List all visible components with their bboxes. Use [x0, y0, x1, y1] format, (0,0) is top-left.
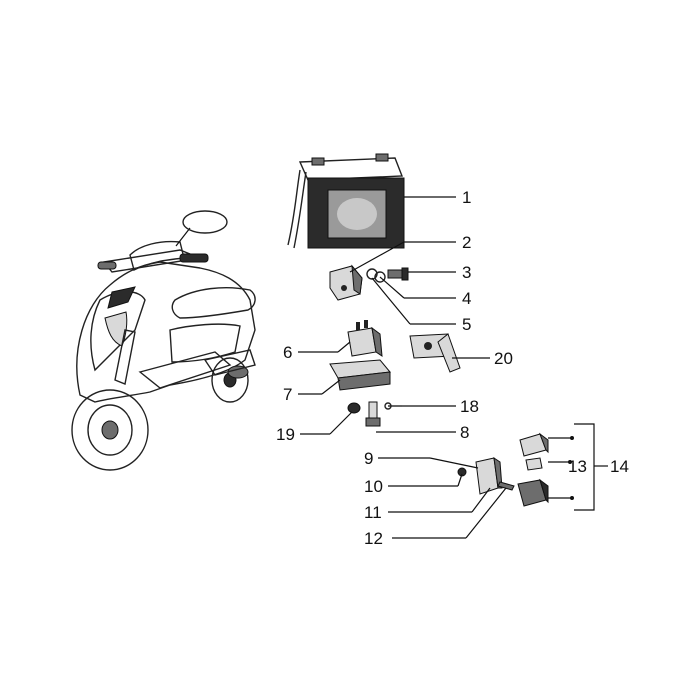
lamp-assembly-part: [457, 456, 515, 495]
scooter-illustration: [71, 210, 256, 471]
callout-14: 14: [610, 457, 629, 476]
battery-part: [287, 153, 405, 249]
holder-part: [329, 359, 391, 391]
relay-part: [329, 264, 363, 301]
callout-4: 4: [462, 289, 471, 308]
switch-parts: [517, 432, 549, 507]
callout-9: 9: [364, 449, 373, 468]
callout-6: 6: [283, 343, 292, 362]
bulb-assembly-part: [347, 401, 402, 427]
callout-20: 20: [494, 349, 513, 368]
callout-19: 19: [276, 425, 295, 444]
callout-7: 7: [283, 385, 292, 404]
fasteners-3-4-5: [366, 267, 409, 283]
callout-18: 18: [460, 397, 479, 416]
callout-13: 13: [568, 457, 587, 476]
bracket-part: [409, 333, 461, 373]
flasher-unit-part: [347, 320, 383, 357]
callout-11: 11: [364, 503, 382, 522]
callout-8: 8: [460, 423, 469, 442]
callout-labels: 1 2 3 4 5 6 20 7 18 19 8 9 13 14 10 11 1…: [276, 188, 629, 548]
callout-2: 2: [462, 233, 471, 252]
callout-12: 12: [364, 529, 383, 548]
leader-lines: [298, 196, 608, 539]
callout-1: 1: [462, 188, 471, 207]
callout-5: 5: [462, 315, 471, 334]
callout-10: 10: [364, 477, 383, 496]
callout-3: 3: [462, 263, 471, 282]
